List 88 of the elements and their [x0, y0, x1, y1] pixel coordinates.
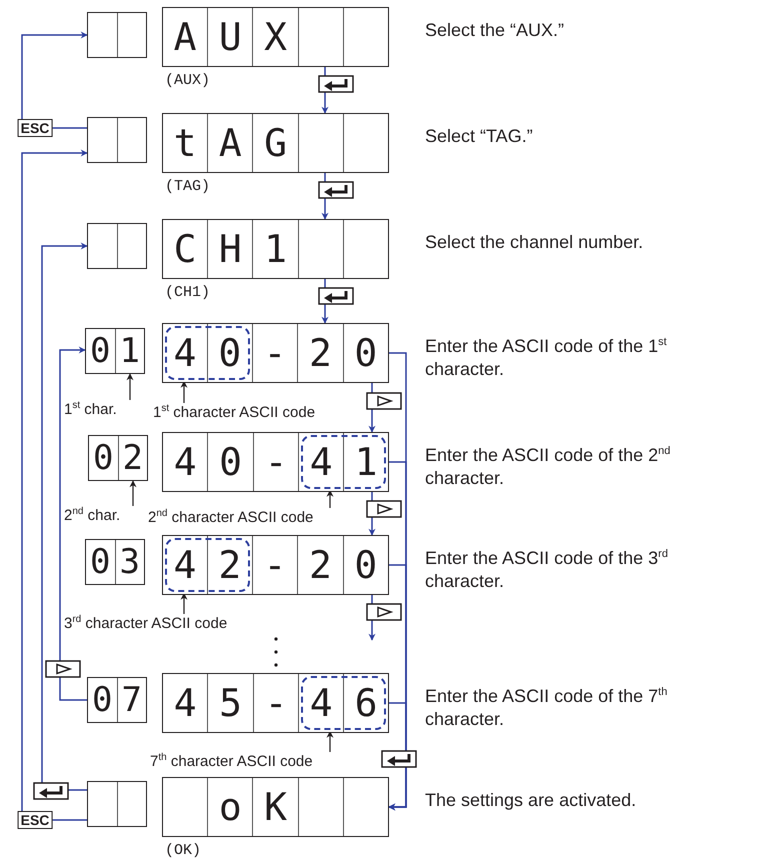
- display-code-label: (AUX): [165, 73, 210, 88]
- step-description: Enter the ASCII code of the 3$^{rd}$ character.: [425, 547, 669, 594]
- display-character: X: [264, 18, 287, 56]
- display-character: 7: [122, 683, 142, 717]
- highlighted-digits: [298, 674, 388, 732]
- display-character: 2: [308, 546, 332, 584]
- arrow: [41, 242, 88, 791]
- digit-display: [85, 328, 145, 374]
- digit-display: [87, 223, 147, 269]
- annotation-label: 7$^{th}$ character ASCII code: [150, 752, 313, 771]
- segment-display: [162, 323, 389, 383]
- annotation-label: 3$^{rd}$ character ASCII code: [64, 614, 228, 633]
- annotation-label: 2$^{nd}$ char.: [64, 506, 120, 525]
- display-character: C: [174, 230, 197, 268]
- step-description: Enter the ASCII code of the 2$^{nd}$ character.: [425, 444, 672, 490]
- display-character: 4: [174, 684, 197, 722]
- leader-line: [180, 592, 188, 614]
- display-character: 0: [219, 443, 242, 481]
- digit-display: [87, 781, 147, 827]
- display-character: 6: [354, 684, 378, 722]
- display-character: 0: [354, 546, 378, 584]
- step-description: Select “TAG.”: [425, 125, 534, 148]
- annotation-label: 1$^{st}$ char.: [64, 400, 117, 419]
- annotation-label: 1$^{st}$ character ASCII code: [153, 403, 316, 422]
- display-character: 3: [120, 545, 140, 579]
- arrow: [59, 346, 87, 701]
- segment-display: [162, 7, 389, 67]
- step-description: Select the “AUX.”: [425, 19, 566, 42]
- display-code-label: (TAG): [165, 179, 210, 194]
- digit-display: [87, 117, 147, 163]
- display-character: H: [218, 230, 242, 268]
- display-character: o: [218, 788, 242, 826]
- segment-display: [162, 535, 389, 595]
- display-character: 2: [122, 441, 143, 475]
- leader-line: [180, 380, 188, 403]
- display-character: 1: [264, 230, 287, 268]
- segment-display: [162, 113, 389, 173]
- display-character: 4: [310, 684, 333, 722]
- display-character: 0: [92, 683, 112, 717]
- digit-display: [87, 12, 147, 58]
- digit-display: [88, 435, 148, 481]
- display-character: 0: [90, 334, 110, 368]
- display-character: 5: [219, 684, 242, 722]
- segment-display: [162, 219, 389, 279]
- digit-display: [87, 677, 147, 723]
- display-character: 0: [93, 441, 114, 475]
- leader-line: [130, 480, 136, 506]
- step-description: Enter the ASCII code of the 7$^{th}$ character.: [425, 685, 668, 732]
- display-character: -: [264, 334, 286, 372]
- display-character: -: [264, 546, 286, 584]
- arrow: [21, 150, 88, 821]
- display-character: 2: [308, 334, 332, 372]
- display-character: G: [264, 124, 287, 162]
- display-code-label: (CH1): [165, 285, 210, 300]
- leader-line: [126, 373, 134, 400]
- highlighted-digits: [163, 324, 252, 382]
- display-character: 4: [174, 334, 196, 372]
- segment-display: [162, 673, 389, 733]
- display-character: 1: [120, 334, 140, 368]
- display-character: -: [264, 443, 288, 481]
- leader-line: [326, 490, 334, 508]
- step-description: Select the channel number.: [425, 231, 644, 254]
- display-character: -: [264, 684, 288, 722]
- display-character: 4: [310, 443, 333, 481]
- display-character: A: [218, 124, 242, 162]
- display-character: U: [218, 18, 242, 56]
- display-character: 1: [354, 443, 378, 481]
- step-description: The settings are activated.: [425, 789, 638, 812]
- display-character: 0: [218, 334, 242, 372]
- edge-label: ESC: [18, 119, 52, 137]
- segment-display: [162, 777, 389, 837]
- leader-line: [326, 730, 334, 752]
- edge-label: ESC: [18, 811, 52, 829]
- segment-display: [162, 432, 389, 492]
- highlighted-digits: [298, 433, 388, 491]
- display-character: 2: [218, 546, 242, 584]
- display-character: A: [174, 18, 197, 56]
- step-description: Enter the ASCII code of the 1$^{st}$ character.: [425, 335, 668, 382]
- display-character: 0: [354, 334, 378, 372]
- highlighted-digits: [163, 536, 252, 594]
- display-character: K: [264, 788, 287, 826]
- display-character: 4: [174, 546, 196, 584]
- annotation-label: 2$^{nd}$ character ASCII code: [148, 508, 314, 527]
- display-code-label: (OK): [165, 843, 202, 858]
- display-character: 0: [90, 545, 110, 579]
- digit-display: [85, 539, 145, 585]
- display-character: 4: [174, 443, 197, 481]
- display-character: t: [174, 124, 197, 162]
